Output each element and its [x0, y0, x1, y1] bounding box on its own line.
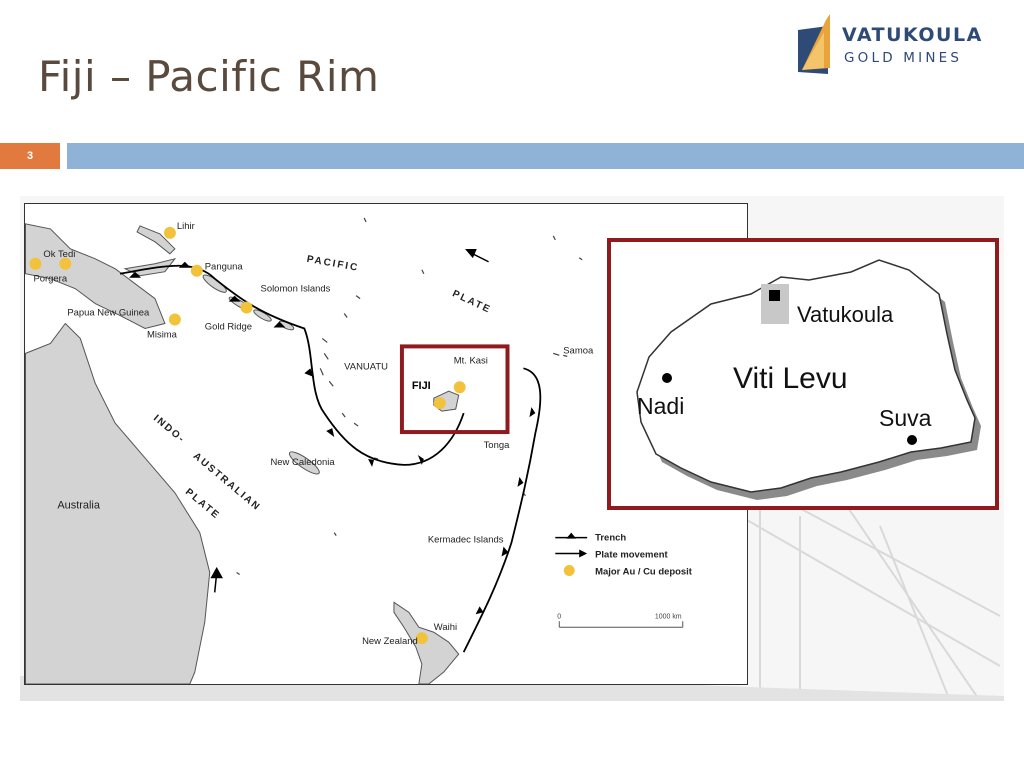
- deposit-ok-tedi: [29, 257, 42, 270]
- label-viti-levu: Viti Levu: [733, 362, 848, 395]
- scale-end: 1000 km: [655, 613, 682, 620]
- scale-start: 0: [557, 613, 561, 620]
- suva-marker: [907, 435, 917, 445]
- logo-line-1: VATUKOULA: [842, 24, 983, 46]
- legend-plate-movement: Plate movement: [595, 550, 668, 561]
- label-porgera: Porgera: [33, 274, 67, 285]
- deposit-vatukoula: [433, 397, 446, 410]
- gold-deposits: [29, 226, 466, 645]
- label-australia: Australia: [57, 500, 100, 512]
- fiji-highlight-box: [399, 344, 510, 435]
- label-solomon: Solomon Islands: [261, 284, 331, 295]
- label-new-zealand: New Zealand: [362, 636, 418, 647]
- label-misima: Misima: [147, 329, 178, 340]
- company-logo: VATUKOULA GOLD MINES: [792, 12, 1008, 82]
- label-samoa: Samoa: [563, 345, 594, 356]
- vatukoula-marker: [769, 290, 780, 301]
- trench-lines: [119, 264, 542, 653]
- label-ok-tedi: Ok Tedi: [43, 249, 75, 260]
- label-fiji: FIJI: [412, 380, 431, 392]
- deposit-waihi: [415, 632, 428, 645]
- deposit-panguna: [190, 264, 203, 277]
- logo-mark-icon: [798, 14, 830, 74]
- label-new-caledonia: New Caledonia: [270, 457, 335, 468]
- label-nadi: Nadi: [637, 393, 684, 419]
- map-scale: [558, 621, 684, 628]
- new-ireland-landmass: [136, 225, 176, 255]
- label-vanuatu: VANUATU: [344, 361, 388, 372]
- map-legend: Trench Plate movement Major Au / Cu depo…: [555, 533, 693, 577]
- label-suva: Suva: [879, 405, 932, 431]
- deposit-gold-ridge: [240, 301, 253, 314]
- page-number: 3: [0, 143, 60, 169]
- nadi-marker: [662, 373, 672, 383]
- slide-title: Fiji – Pacific Rim: [38, 52, 380, 101]
- deposit-misima: [168, 313, 181, 326]
- new-zealand-landmass: [393, 601, 460, 684]
- new-guinea-landmass: [25, 223, 166, 330]
- label-waihi: Waihi: [434, 622, 457, 633]
- viti-levu-inset: Vatukoula Viti Levu Nadi Suva: [607, 238, 999, 510]
- deposit-lihir: [163, 226, 176, 239]
- label-tonga: Tonga: [484, 440, 510, 451]
- logo-line-2: GOLD MINES: [844, 50, 963, 66]
- viti-levu-landmass: [636, 259, 976, 493]
- plate-movement-arrows: [210, 249, 489, 593]
- title-bar: [67, 143, 1024, 169]
- label-panguna: Panguna: [205, 262, 244, 273]
- label-mt-kasi: Mt. Kasi: [454, 355, 488, 366]
- legend-deposit: Major Au / Cu deposit: [595, 566, 693, 577]
- label-kermadec: Kermadec Islands: [428, 535, 504, 546]
- label-vatukoula: Vatukoula: [797, 302, 894, 327]
- deposit-porgera: [59, 257, 72, 270]
- label-gold-ridge: Gold Ridge: [205, 321, 252, 332]
- deposit-mt-kasi: [453, 381, 466, 394]
- legend-trench: Trench: [595, 533, 626, 544]
- australia-landmass: [25, 322, 211, 684]
- label-png: Papua New Guinea: [67, 308, 150, 319]
- label-lihir: Lihir: [177, 221, 195, 232]
